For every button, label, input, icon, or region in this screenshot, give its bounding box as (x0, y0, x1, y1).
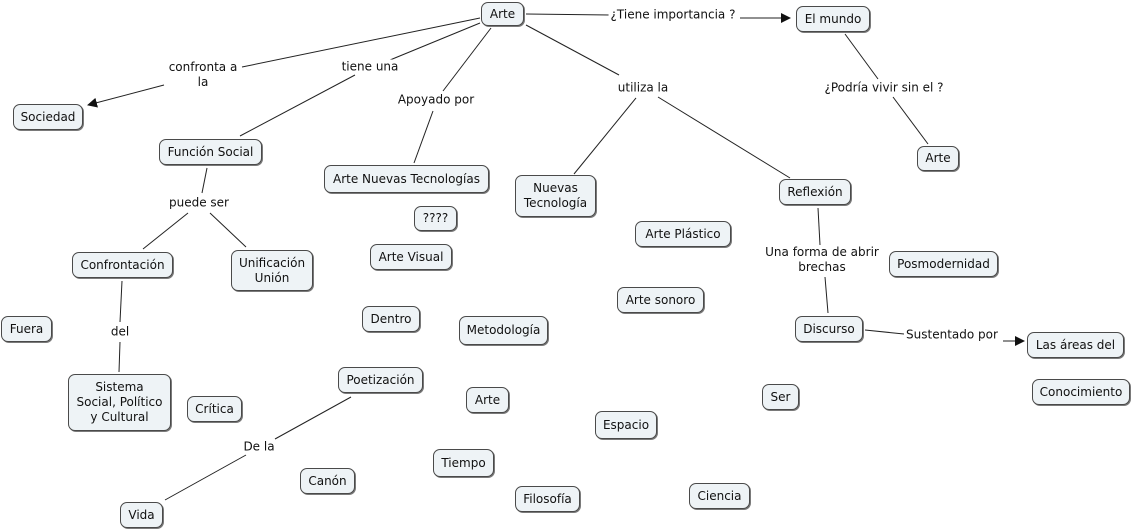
link-una-forma-discurso (824, 276, 829, 314)
concept-arte-middle[interactable]: Arte (466, 387, 509, 413)
concept-ciencia[interactable]: Ciencia (689, 483, 750, 509)
concept-sistema-social-politico-cultural[interactable]: Sistema Social, Político y Cultural (68, 374, 171, 431)
link-label-puede-ser: puede ser (167, 195, 231, 211)
concept-critica[interactable]: Crítica (187, 396, 242, 422)
concept-tiempo[interactable]: Tiempo (433, 449, 494, 477)
link-label-apoyado-por: Apoyado por (395, 92, 477, 108)
concept-sociedad[interactable]: Sociedad (13, 104, 83, 130)
concept-dentro[interactable]: Dentro (362, 306, 420, 332)
concept-reflexion[interactable]: Reflexión (779, 179, 851, 205)
link-arte-tiene-una (389, 22, 481, 61)
link-podria-arte (892, 96, 929, 145)
concept-ser[interactable]: Ser (762, 384, 799, 410)
concept-arte-visual[interactable]: Arte Visual (370, 244, 452, 270)
link-tiene-una-funcion (239, 74, 356, 137)
concept-arte-nuevas-tecnologias[interactable]: Arte Nuevas Tecnologías (324, 165, 489, 193)
concept-unificacion-union[interactable]: Unificación Unión (231, 250, 313, 291)
link-mundo-podria (844, 33, 879, 80)
link-label-del: del (108, 324, 132, 340)
concept-espacio[interactable]: Espacio (595, 411, 657, 439)
concept-interrogantes[interactable]: ???? (414, 206, 457, 231)
concept-las-areas-del[interactable]: Las áreas del (1027, 332, 1124, 358)
link-label-confronta-a-la: confronta a la (166, 60, 240, 90)
link-confronta-sociedad (87, 84, 165, 108)
concept-posmodernidad[interactable]: Posmodernidad (889, 251, 998, 277)
link-apoyado-arte-nuevas (413, 110, 434, 164)
link-puede-ser-unificacion (209, 212, 247, 248)
link-arte-tiene-importancia (525, 13, 611, 16)
link-utiliza-nuevas-tec (573, 97, 637, 175)
concept-confrontacion[interactable]: Confrontación (72, 252, 173, 278)
link-label-una-forma: Una forma de abrir brechas (763, 245, 881, 275)
concept-metodologia[interactable]: Metodología (459, 316, 548, 345)
link-label-podria-vivir: ¿Podría vivir sin el ? (822, 80, 946, 96)
concept-arte-plastico[interactable]: Arte Plástico (635, 221, 731, 247)
concept-filosofia[interactable]: Filosofía (515, 486, 580, 512)
concept-arte-right[interactable]: Arte (917, 146, 959, 171)
link-arte-utiliza (525, 24, 620, 76)
link-label-tiene-una: tiene una (339, 59, 401, 75)
link-reflexion-una-forma (817, 207, 821, 246)
link-de-la-vida (164, 454, 247, 501)
link-poetizacion-de-la (274, 396, 352, 440)
concept-canon[interactable]: Canón (300, 468, 355, 494)
concept-fuera[interactable]: Fuera (1, 316, 52, 342)
link-arte-apoyado (442, 27, 492, 92)
concept-poetizacion[interactable]: Poetización (338, 367, 423, 393)
concept-arte-sonoro[interactable]: Arte sonoro (617, 287, 704, 313)
concept-vida[interactable]: Vida (120, 502, 163, 528)
link-funcion-puede-ser (201, 167, 208, 194)
concept-discurso[interactable]: Discurso (795, 316, 863, 342)
link-label-utiliza-la: utiliza la (615, 80, 671, 96)
link-del-sistema (118, 341, 121, 373)
concept-nuevas-tecnologia[interactable]: Nuevas Tecnología (515, 175, 596, 217)
link-label-tiene-importancia: ¿Tiene importancia ? (608, 7, 738, 23)
concept-arte-root[interactable]: Arte (481, 2, 524, 26)
link-utiliza-reflexion (657, 96, 791, 179)
concept-funcion-social[interactable]: Función Social (159, 139, 262, 165)
link-label-de-la: De la (241, 439, 277, 455)
link-puede-ser-confrontacion (142, 212, 189, 250)
link-confrontacion-del (119, 280, 123, 323)
concept-conocimiento[interactable]: Conocimiento (1032, 379, 1130, 405)
concept-el-mundo[interactable]: El mundo (796, 6, 870, 32)
link-arte-confronta (241, 17, 481, 68)
link-label-sustentado-por: Sustentado por (904, 327, 1000, 343)
link-discurso-sustentado (864, 329, 905, 335)
